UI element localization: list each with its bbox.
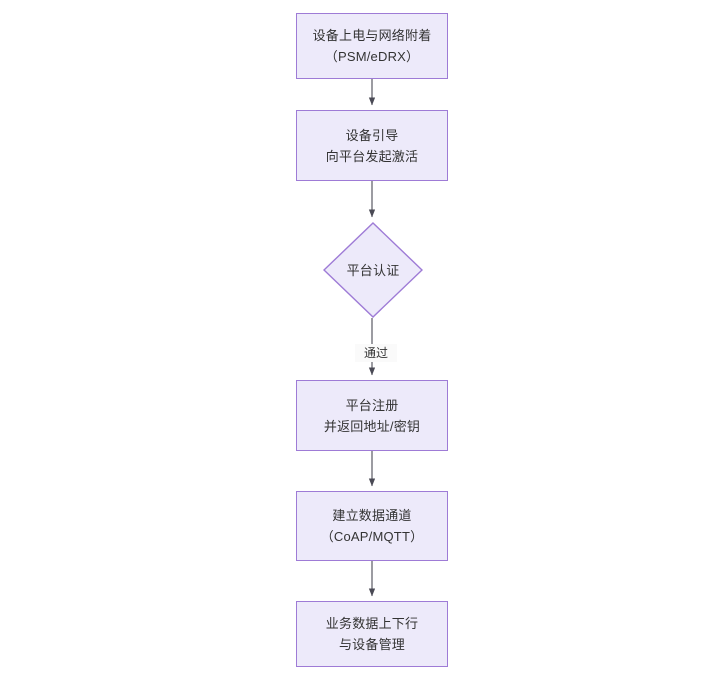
flow-node-device-bootstrap[interactable]: 设备引导 向平台发起激活	[296, 110, 448, 181]
flow-node-label: 设备上电与网络附着 （PSM/eDRX）	[312, 28, 432, 64]
flow-node-platform-registration[interactable]: 平台注册 并返回地址/密钥	[296, 380, 448, 451]
flow-node-label: 业务数据上下行 与设备管理	[325, 616, 419, 652]
edge-label-pass: 通过	[355, 344, 397, 362]
flow-node-platform-authentication[interactable]: 平台认证	[323, 222, 423, 318]
flow-node-label: 设备引导 向平台发起激活	[325, 127, 419, 164]
diamond-shape	[323, 222, 423, 318]
flow-node-device-power-on[interactable]: 设备上电与网络附着 （PSM/eDRX）	[296, 13, 448, 79]
flow-node-label: 平台认证	[346, 262, 400, 278]
flow-node-establish-data-channel[interactable]: 建立数据通道 （CoAP/MQTT）	[296, 491, 448, 561]
flow-node-business-data-and-device-management[interactable]: 业务数据上下行 与设备管理	[296, 601, 448, 667]
flow-node-label: 平台注册 并返回地址/密钥	[323, 397, 421, 434]
flow-node-label: 建立数据通道 （CoAP/MQTT）	[320, 508, 424, 544]
edge-label-text: 通过	[363, 346, 388, 360]
